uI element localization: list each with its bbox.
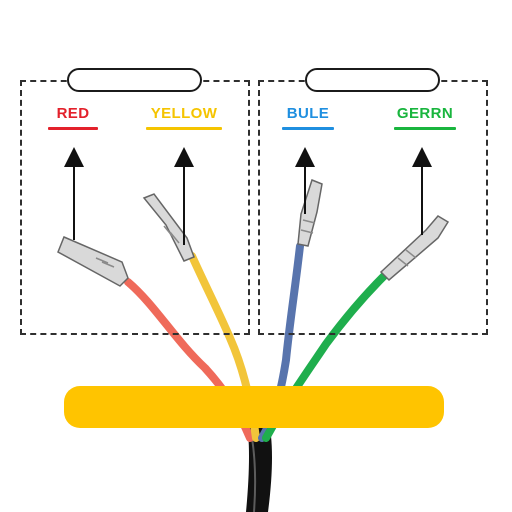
green-terminal-pin — [379, 215, 450, 282]
green-wire-label: GERRN — [394, 104, 456, 130]
left-group-tab — [67, 68, 202, 92]
red-label-underline — [48, 127, 98, 130]
green-label-text: GERRN — [396, 105, 454, 122]
yellow-terminal — [142, 193, 195, 262]
green-label-underline — [394, 127, 456, 130]
yellow-terminal-pin — [142, 193, 195, 262]
red-label-text: RED — [56, 105, 90, 122]
red-terminal — [57, 236, 129, 287]
yellow-terminal-crimp — [163, 225, 180, 244]
green-terminal-crimp — [397, 249, 417, 267]
right-group-tab — [305, 68, 440, 92]
blue-label-underline — [282, 127, 334, 130]
blue-label-text: BULE — [286, 105, 330, 122]
blue-terminal-pin — [297, 179, 323, 247]
cable-highlight — [251, 437, 257, 512]
blue-terminal — [297, 179, 323, 247]
cable-band — [64, 386, 444, 428]
yellow-label-underline — [146, 127, 222, 130]
green-terminal — [379, 215, 450, 282]
blue-terminal-crimp — [300, 219, 316, 234]
red-wire-label: RED — [48, 104, 98, 130]
red-terminal-pin — [57, 236, 129, 287]
yellow-wire-label: YELLOW — [146, 104, 222, 130]
red-terminal-crimp — [95, 257, 115, 268]
yellow-label-text: YELLOW — [150, 105, 218, 122]
blue-wire-label: BULE — [282, 104, 334, 130]
